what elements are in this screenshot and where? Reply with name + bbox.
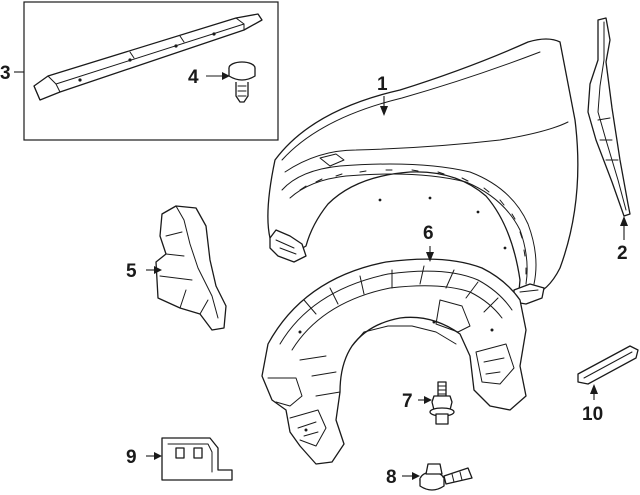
part-2-seal [587, 17, 631, 217]
arrow-8 [412, 472, 420, 480]
arrow-2 [620, 216, 628, 226]
arrow-9 [154, 452, 162, 460]
callout-7: 7 [402, 391, 413, 412]
part-9-bracket [161, 437, 233, 481]
part-1-fender [267, 38, 579, 305]
callout-3: 3 [0, 63, 11, 84]
part-8-push-pin [419, 463, 473, 491]
part-4-clip [228, 61, 256, 103]
arrow-7 [424, 396, 432, 404]
part-6-fender-liner [261, 258, 527, 465]
part-5-splash-shield [155, 205, 227, 331]
part-3-reinforcement [33, 13, 263, 101]
inset-frame [23, 1, 279, 141]
callout-1: 1 [377, 74, 388, 95]
part-10-trim [577, 345, 639, 385]
arrow-5 [154, 266, 162, 274]
arrow-10 [590, 384, 598, 394]
inset-box [14, 1, 279, 141]
callout-9: 9 [126, 447, 137, 468]
callout-10: 10 [582, 404, 603, 425]
callout-8: 8 [386, 467, 397, 488]
callout-2: 2 [617, 243, 628, 264]
arrow-4 [222, 72, 230, 80]
part-7-bolt [429, 381, 455, 425]
arrow-1 [380, 106, 388, 116]
callout-4: 4 [188, 67, 199, 88]
arrow-6 [426, 252, 434, 262]
callout-6: 6 [423, 223, 434, 244]
callout-5: 5 [126, 261, 137, 282]
